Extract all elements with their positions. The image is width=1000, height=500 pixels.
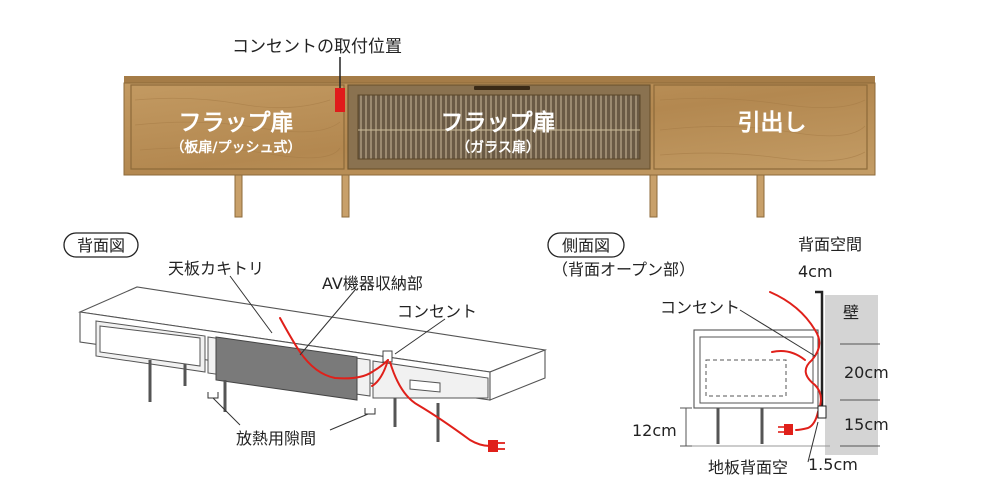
side-legs xyxy=(716,408,764,444)
side-view-badge-text: 側面図 xyxy=(562,236,610,255)
wall xyxy=(825,295,878,455)
back-view-badge-text: 背面図 xyxy=(77,236,125,255)
panel-right xyxy=(653,84,868,170)
side-leader-lines xyxy=(739,309,819,463)
side-plug-icon xyxy=(778,424,793,435)
av-storage-panel xyxy=(215,336,358,401)
dim-20-label: 20cm xyxy=(844,363,889,382)
back-right-plug-box xyxy=(409,379,441,393)
back-space-frame xyxy=(815,290,824,412)
panel-left xyxy=(130,84,345,170)
outlet-position-label: コンセントの取付位置 xyxy=(232,37,402,57)
back-cables xyxy=(279,317,491,447)
back-leader-lines xyxy=(207,275,446,431)
wood-grain xyxy=(134,97,866,162)
flap-handle xyxy=(474,86,530,90)
outlet-position-marker xyxy=(335,88,345,112)
cabinet-hidden-box xyxy=(705,359,787,397)
floor-back-gap-label: 地板背面空 xyxy=(708,458,788,477)
dim-15-label: 15cm xyxy=(844,415,889,434)
section-right-title: 引出し xyxy=(738,110,807,136)
section-center-title: フラップ扉 xyxy=(441,110,556,136)
tv-board-top-edge xyxy=(124,76,875,83)
back-view: 背面図 xyxy=(63,232,548,452)
back-legs xyxy=(148,360,440,442)
side-view-subtitle: （背面オープン部） xyxy=(552,260,695,279)
section-center-subtitle: （ガラス扉） xyxy=(456,139,540,156)
side-outlet-label: コンセント xyxy=(660,298,740,317)
av-storage-label: AV機器収納部 xyxy=(322,274,423,293)
side-view-badge xyxy=(547,232,625,258)
side-outlet xyxy=(817,405,827,419)
cabinet-side xyxy=(693,329,819,409)
back-view-badge xyxy=(63,232,139,258)
dim-12-label: 12cm xyxy=(632,421,677,440)
floor-back-gap-value: 1.5cm xyxy=(808,455,858,474)
cabinet-side-inner xyxy=(699,336,814,404)
wall-label: 壁 xyxy=(843,303,859,322)
front-view: コンセントの取付位置 フラップ扉 （板扉/プッシュ式） フラップ扉 （ガラス扉）… xyxy=(123,37,876,218)
back-space-value: 4cm xyxy=(798,262,833,281)
section-left-title: フラップ扉 xyxy=(179,110,294,136)
glass-panel xyxy=(357,94,641,160)
side-cables xyxy=(769,291,822,431)
back-space-title: 背面空間 xyxy=(798,235,862,254)
section-left-subtitle: （板扉/プッシュ式） xyxy=(170,139,301,156)
back-outlet-label: コンセント xyxy=(397,302,477,321)
vent-gap-label: 放熱用隙間 xyxy=(236,429,316,448)
back-plug-icon xyxy=(488,440,505,452)
back-left-box xyxy=(99,325,201,367)
legs-front xyxy=(234,174,765,218)
side-view: 側面図 （背面オープン部） 壁 xyxy=(547,232,889,477)
side-dimension-lines xyxy=(680,343,880,447)
top-cutout-label: 天板カキトリ xyxy=(168,259,264,278)
